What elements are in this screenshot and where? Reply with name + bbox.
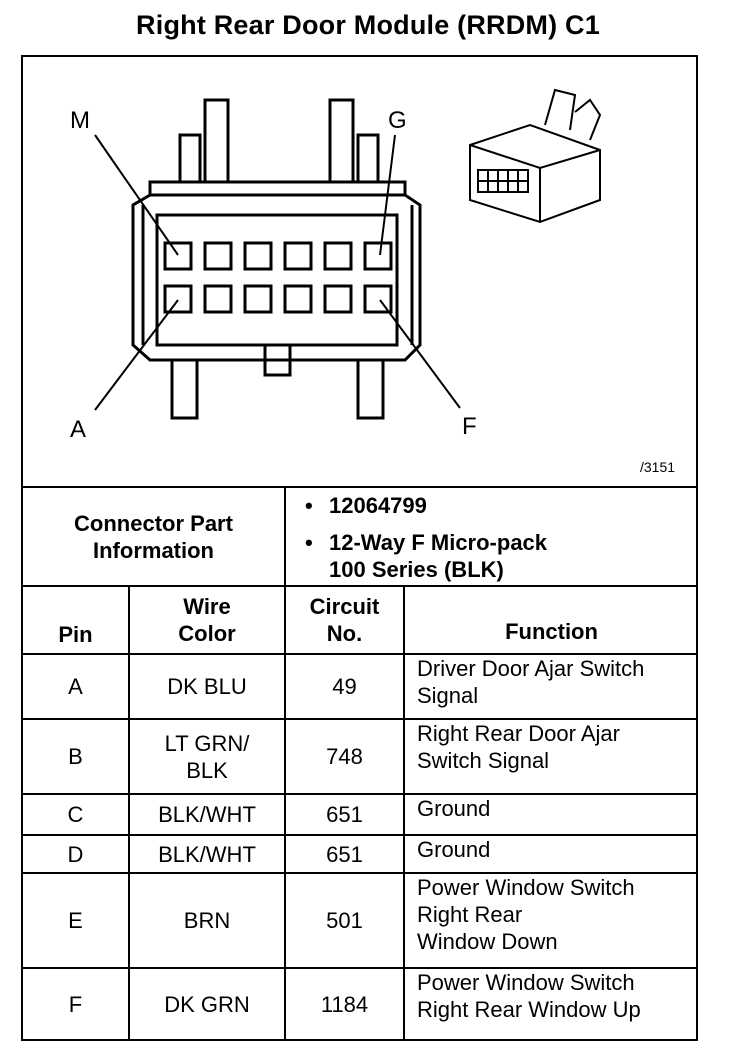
part-description: 12-Way F Micro-pack [329, 530, 548, 555]
cell-circuit: 49 [286, 655, 403, 718]
cell-text: E [68, 908, 83, 933]
divider [21, 718, 698, 720]
cell-text: 501 [326, 908, 363, 933]
connector-illustration-icon [469, 88, 602, 224]
divider [21, 967, 698, 969]
cell-text: Driver Door Ajar Switch [417, 656, 645, 681]
cell-text: BLK/WHT [158, 841, 256, 867]
cell-text: BLK/WHT [158, 802, 256, 827]
cell-wire: BLK/WHT [130, 836, 284, 872]
pin-label-m: M [70, 107, 90, 134]
cell-text: Power Window Switch [417, 875, 635, 900]
cell-text: 651 [326, 841, 363, 867]
cell-circuit: 1184 [286, 969, 403, 1039]
cell-text: 1184 [320, 991, 369, 1017]
cell-pin: C [23, 795, 128, 834]
header-pin: Pin [58, 622, 93, 647]
cell-function: Ground [405, 836, 698, 872]
diagram-frame [21, 55, 698, 1041]
part-series: 100 Series (BLK) [329, 557, 504, 582]
cell-text: Right Rear Window Up [417, 997, 641, 1022]
divider [128, 585, 130, 1041]
cell-text: BLK [186, 757, 228, 783]
cell-circuit: 748 [286, 720, 403, 793]
cell-text: Right Rear [417, 902, 523, 927]
header-circuit: Circuit No. [309, 594, 380, 646]
cell-text: Ground [417, 837, 491, 862]
cell-pin: F [23, 969, 128, 1039]
cell-pin: B [23, 720, 128, 793]
cell-wire: BLK/WHT [130, 795, 284, 834]
cell-wire: DK BLU [130, 655, 284, 718]
divider [21, 653, 698, 655]
cell-text: Window Down [417, 929, 558, 954]
divider [21, 872, 698, 874]
divider [21, 834, 698, 836]
cell-wire: LT GRN/BLK [130, 720, 284, 793]
cell-text: 49 [332, 674, 357, 699]
divider [284, 486, 286, 587]
header-function: Function [505, 619, 598, 644]
cell-text: F [68, 991, 83, 1017]
divider [21, 793, 698, 795]
divider [284, 585, 286, 1041]
figure-number: /3151 [640, 459, 675, 475]
cell-text: Signal [417, 683, 479, 708]
page-title: Right Rear Door Module (RRDM) C1 [136, 10, 600, 40]
divider [21, 585, 698, 587]
divider [21, 486, 698, 488]
cell-text: A [68, 674, 83, 699]
cell-circuit: 651 [286, 836, 403, 872]
cell-circuit: 501 [286, 874, 403, 967]
cell-text: BRN [183, 908, 231, 933]
cell-circuit: 651 [286, 795, 403, 834]
header-wire-color: Wire Color [178, 594, 236, 646]
cell-text: C [67, 802, 84, 827]
connector-info-label: Connector Part Information [74, 510, 233, 563]
cell-pin: D [23, 836, 128, 872]
cell-wire: DK GRN [130, 969, 284, 1039]
cell-text: Power Window Switch [417, 970, 635, 995]
pin-label-f: F [462, 413, 477, 440]
cell-text: Right Rear Door Ajar [417, 721, 620, 746]
divider [403, 585, 405, 1041]
cell-function: Ground [405, 795, 698, 834]
cell-text: DK GRN [164, 991, 250, 1017]
cell-pin: A [23, 655, 128, 718]
connector-info-values: •12064799 •12-Way F Micro-pack 100 Serie… [305, 493, 548, 582]
cell-text: Switch Signal [417, 748, 550, 773]
cell-text: Ground [417, 796, 491, 821]
part-number: 12064799 [329, 493, 427, 518]
cell-wire: BRN [130, 874, 284, 967]
cell-text: D [67, 841, 84, 867]
cell-text: B [68, 744, 83, 769]
pin-label-g: G [388, 107, 407, 134]
cell-pin: E [23, 874, 128, 967]
cell-text: 748 [326, 744, 363, 769]
cell-text: DK BLU [167, 674, 247, 699]
pin-label-a: A [70, 416, 86, 443]
cell-text: 651 [326, 802, 363, 827]
cell-text: LT GRN/ [164, 730, 250, 756]
